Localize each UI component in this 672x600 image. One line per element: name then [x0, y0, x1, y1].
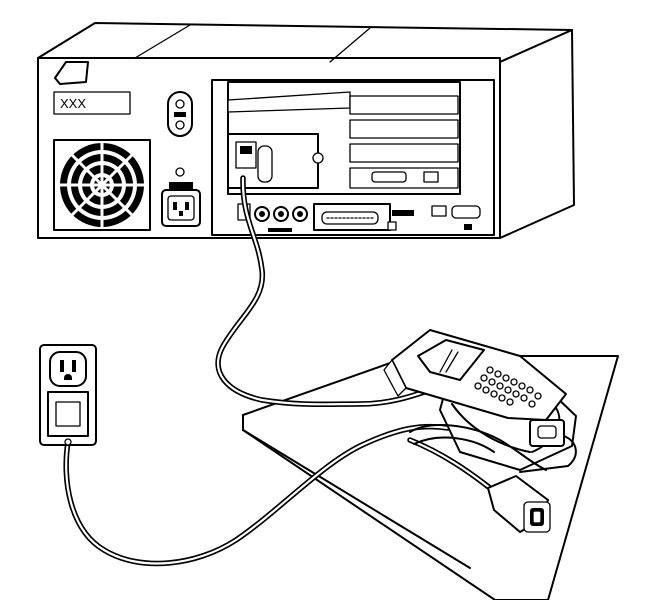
power-inlet [161, 167, 201, 227]
serial-port-bracket [227, 133, 324, 189]
model-label: XXX [60, 96, 86, 111]
scanner-keypad [474, 366, 542, 408]
rear-handle [54, 61, 89, 85]
cables [63, 175, 503, 567]
computer-side-panel [499, 29, 575, 239]
expansion-slots [349, 95, 459, 189]
model-label-plate [53, 91, 131, 115]
serial-port [235, 141, 257, 169]
desktop-computer: XXX [37, 22, 575, 239]
power-adapter [47, 391, 89, 437]
computer-top-panel [37, 22, 573, 63]
rear-connectors [237, 203, 481, 232]
cradle-connector [519, 419, 577, 473]
cooling-fan [53, 139, 151, 231]
table-plug [487, 475, 551, 533]
handheld-scanner [383, 329, 577, 533]
scanner-screen [417, 339, 485, 381]
wall-outlet [39, 344, 97, 446]
